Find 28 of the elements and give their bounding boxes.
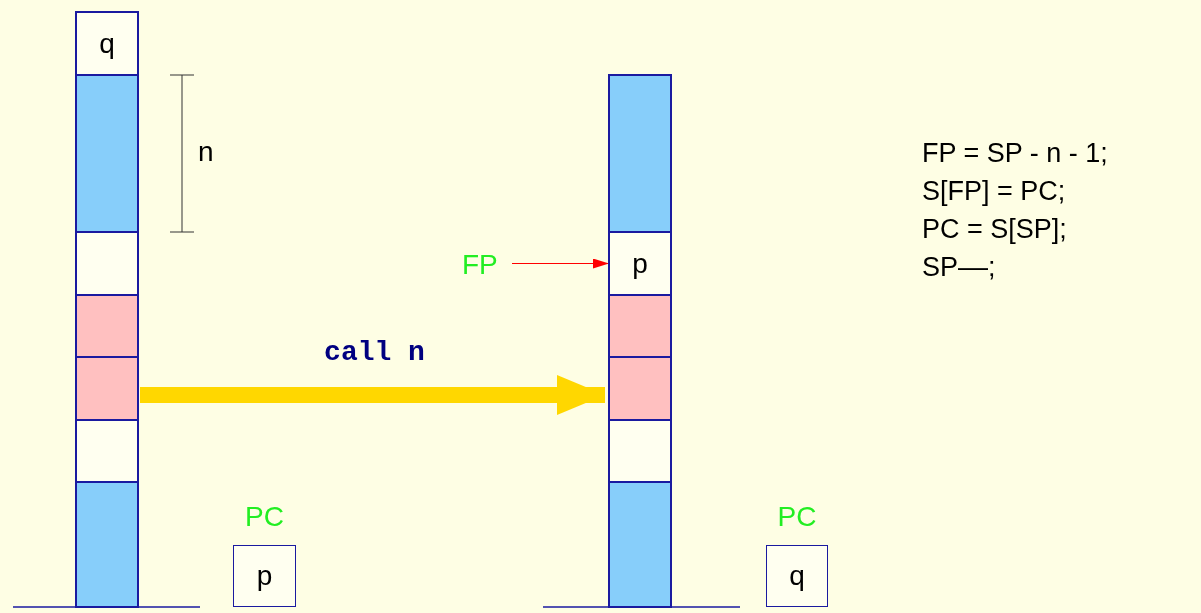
- stack-cell: [76, 295, 138, 357]
- edge-label: call n: [324, 337, 425, 368]
- stack-cell: [76, 482, 138, 607]
- stack-cell: [76, 420, 138, 482]
- stack-cell: [76, 357, 138, 420]
- block-arrow: [140, 375, 605, 415]
- stack-cell: [76, 232, 138, 295]
- dimension-label: n: [198, 136, 214, 168]
- register-box: p: [233, 545, 296, 607]
- register-label: PC: [777, 501, 817, 533]
- stack-cell: [609, 420, 671, 482]
- stack-cell: [609, 482, 671, 607]
- register-label: PC: [245, 501, 284, 533]
- code-line: S[FP] = PC;: [922, 176, 1066, 207]
- arrow: [511, 258, 610, 269]
- register-box: q: [766, 545, 828, 607]
- stack-cell: [609, 357, 671, 420]
- stack-column: [76, 12, 138, 607]
- stack-cell: [609, 75, 671, 232]
- stack-cell: p: [609, 232, 671, 295]
- stack-column: [609, 75, 671, 607]
- code-line: SP––;: [922, 252, 996, 283]
- code-line: FP = SP - n - 1;: [922, 138, 1108, 169]
- code-line: PC = S[SP];: [922, 214, 1067, 245]
- stack-cell: [609, 295, 671, 357]
- stack-cell: q: [76, 12, 138, 75]
- stack-cell: [76, 75, 138, 232]
- pointer-label: FP: [462, 248, 510, 282]
